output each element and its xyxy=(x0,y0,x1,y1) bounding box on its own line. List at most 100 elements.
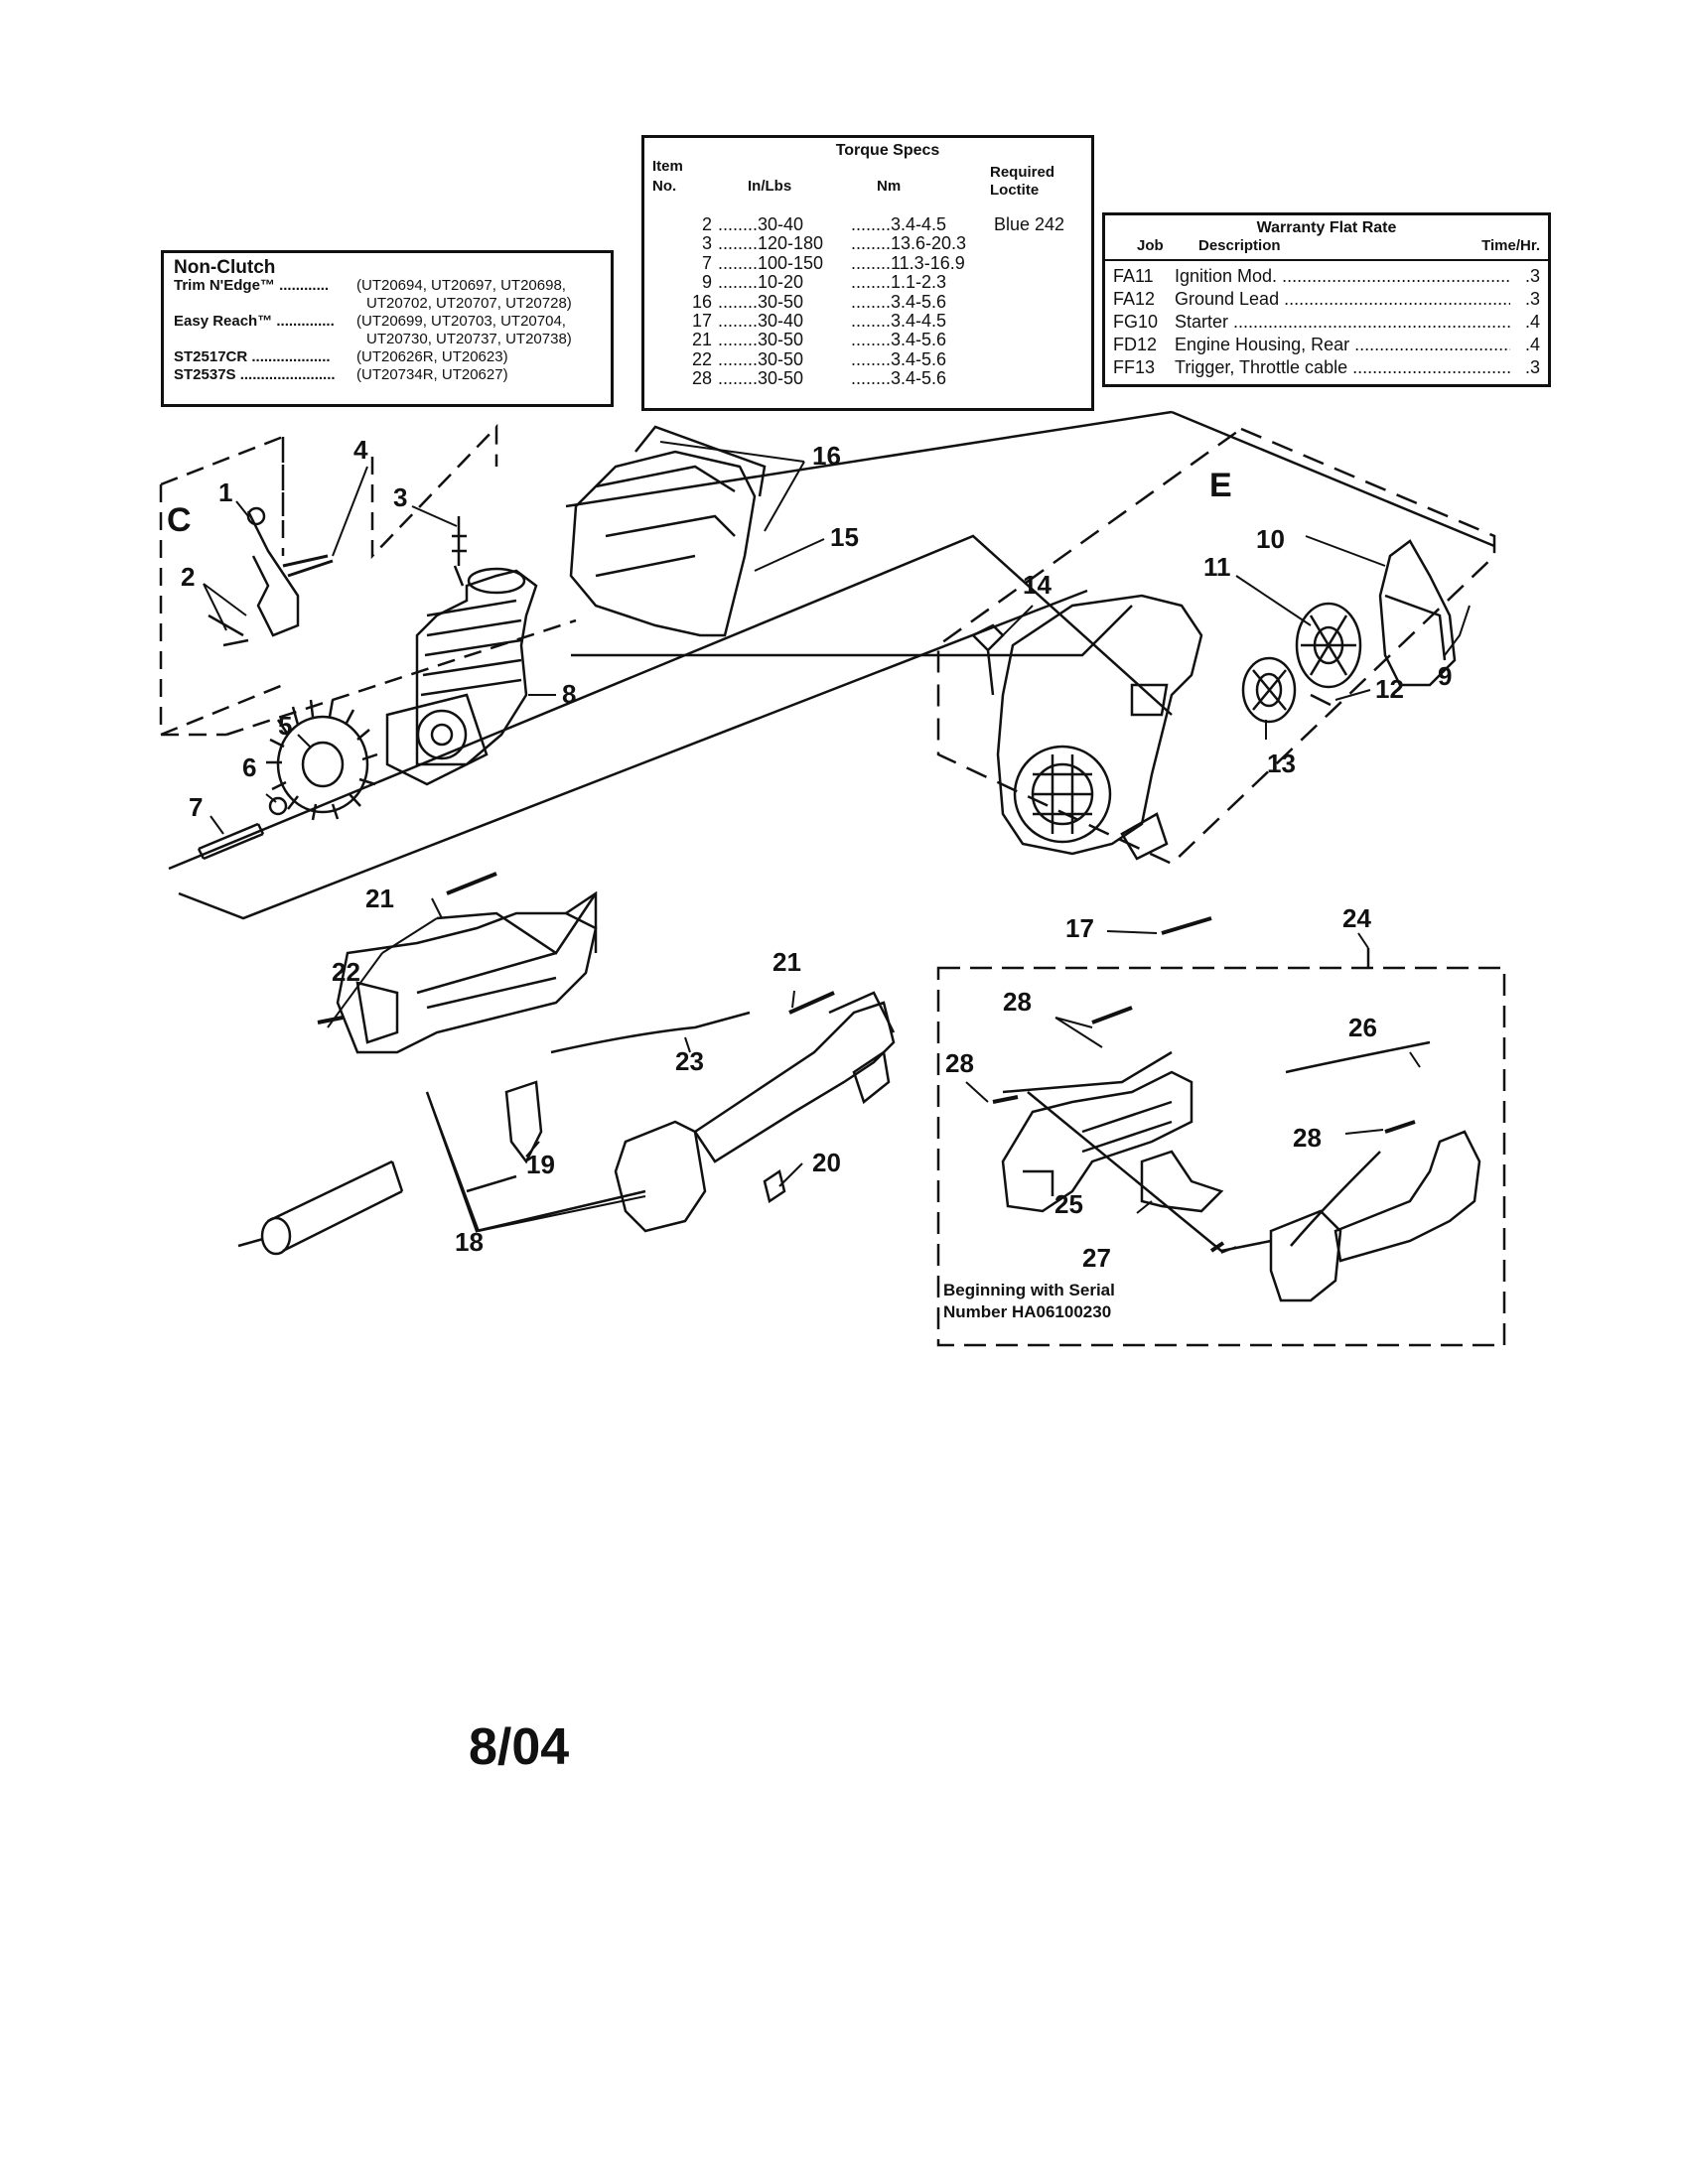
dot-leader: ........ xyxy=(718,215,758,234)
dot-leader: ........ xyxy=(718,273,758,293)
throttle-knob xyxy=(763,1168,786,1204)
dot-leader: ........ xyxy=(718,253,758,273)
warranty-header: Job Description Time/Hr. xyxy=(1105,237,1548,261)
warranty-job: FF13 xyxy=(1113,357,1156,377)
callout-23: 23 xyxy=(675,1046,704,1076)
torque-specs-title: Torque Specs xyxy=(835,142,940,159)
handle-housing xyxy=(336,890,598,1054)
torque-row: 28........30-50........3.4-5.6 xyxy=(652,368,1083,389)
header-nm: Nm xyxy=(877,178,902,195)
warranty-job: FA12 xyxy=(1113,289,1156,309)
model-numbers: (UT20699, UT20703, UT20704, xyxy=(356,313,566,330)
dot-leader: ........ xyxy=(851,369,891,389)
callout-22: 22 xyxy=(332,957,360,987)
callout-3: 3 xyxy=(393,482,407,512)
torque-inlbs: 30-40 xyxy=(758,214,804,234)
callout-12: 12 xyxy=(1375,674,1404,704)
torque-row: 7........100-150........11.3-16.9 xyxy=(652,252,1083,273)
dot-leader: ........ xyxy=(851,331,891,350)
torque-inlbs: 30-50 xyxy=(758,291,804,312)
warranty-description-text: Trigger, Throttle cable xyxy=(1175,357,1348,377)
dot-leader: ........ xyxy=(851,349,891,369)
warranty-description-text: Ignition Mod. xyxy=(1175,266,1278,286)
warranty-time: .4 xyxy=(1524,335,1540,354)
header-description: Description xyxy=(1198,237,1281,254)
model-numbers: UT20730, UT20737, UT20738) xyxy=(366,331,572,347)
callout-28b: 28 xyxy=(945,1048,974,1078)
callout-20: 20 xyxy=(812,1148,841,1177)
screw-17 xyxy=(1161,916,1212,935)
model-label: Trim N'Edge™ ............ xyxy=(174,277,330,294)
callout-17: 17 xyxy=(1065,913,1094,943)
washer xyxy=(268,796,288,816)
model-numbers: (UT20626R, UT20623) xyxy=(356,348,508,365)
warranty-time: .3 xyxy=(1524,266,1540,286)
callout-25: 25 xyxy=(1054,1189,1083,1219)
torque-inlbs: 30-40 xyxy=(758,310,804,331)
header-no: No. xyxy=(652,178,677,195)
model-row: ST2537S .......................(UT20734R… xyxy=(174,366,601,384)
dot-leader: ........................................… xyxy=(1282,266,1510,286)
later-serial-box xyxy=(936,966,1506,1347)
dot-leader: ........ xyxy=(851,311,891,331)
torque-item: 3 xyxy=(701,233,712,254)
warranty-job: FA11 xyxy=(1113,266,1154,286)
warranty-job: FD12 xyxy=(1113,335,1158,354)
rear-engine-housing xyxy=(996,594,1203,861)
warranty-rows: FA11 Ignition Mod. ......................… xyxy=(1113,265,1540,379)
callout-21a: 21 xyxy=(365,884,394,913)
warranty-description: Ground Lead ............................… xyxy=(1175,288,1510,311)
warranty-job: FG10 xyxy=(1113,312,1159,332)
header-inlbs: In/Lbs xyxy=(748,178,792,195)
header-job: Job xyxy=(1137,237,1164,254)
spring xyxy=(1310,693,1332,707)
dot-leader: ........ xyxy=(718,369,758,389)
torque-nm: 1.1-2.3 xyxy=(891,272,947,293)
later-knob xyxy=(1209,1241,1225,1253)
spark-plug xyxy=(452,516,467,587)
warranty-description: Trigger, Throttle cable ................… xyxy=(1175,356,1510,379)
screw-28 xyxy=(1384,1120,1416,1134)
callout-26: 26 xyxy=(1348,1013,1377,1042)
screw-22 xyxy=(317,1016,344,1024)
model-numbers: (UT20694, UT20697, UT20698, xyxy=(356,277,566,294)
callout-9: 9 xyxy=(1438,661,1452,691)
dot-leader: ........................................… xyxy=(1352,357,1510,377)
callout-14: 14 xyxy=(1023,570,1052,600)
model-row: UT20702, UT20707, UT20728) xyxy=(174,295,601,313)
drive-shaft-tube xyxy=(237,1160,404,1256)
warranty-row: FF13 Trigger, Throttle cable ............… xyxy=(1113,356,1540,379)
dot-leader: ........ xyxy=(851,253,891,273)
warranty-time: .3 xyxy=(1524,289,1540,309)
warranty-description: Ignition Mod. ..........................… xyxy=(1175,265,1510,288)
torque-item: 28 xyxy=(691,368,712,389)
dot-leader: ........ xyxy=(851,273,891,293)
torque-item: 21 xyxy=(691,330,712,350)
torque-specs-box: Torque Specs Item No. In/Lbs Nm Required… xyxy=(641,135,1094,411)
warranty-description: Engine Housing, Rear ...................… xyxy=(1175,334,1510,356)
warranty-description-text: Engine Housing, Rear xyxy=(1175,335,1350,354)
dot-leader: ........ xyxy=(718,292,758,312)
callout-5: 5 xyxy=(278,711,292,741)
warranty-time: .4 xyxy=(1524,312,1540,332)
callout-7: 7 xyxy=(189,792,203,822)
throttle-cable xyxy=(550,1011,751,1054)
dot-leader: ........ xyxy=(851,234,891,254)
non-clutch-model-list: Trim N'Edge™ ............ (UT20694, UT206… xyxy=(174,277,601,384)
callout-27: 27 xyxy=(1082,1243,1111,1273)
callout-18: 18 xyxy=(455,1227,484,1257)
dot-leader: ........ xyxy=(718,311,758,331)
dot-leader: ........................................… xyxy=(1228,312,1510,332)
torque-nm: 3.4-4.5 xyxy=(891,310,947,331)
torque-row: 16........30-50........3.4-5.6 xyxy=(652,291,1083,312)
model-label: ST2517CR ................... xyxy=(174,348,331,365)
dot-leader: ........ xyxy=(718,331,758,350)
torque-nm: 3.4-5.6 xyxy=(891,348,947,369)
torque-item: 22 xyxy=(691,348,712,369)
torque-item: 7 xyxy=(701,252,712,273)
